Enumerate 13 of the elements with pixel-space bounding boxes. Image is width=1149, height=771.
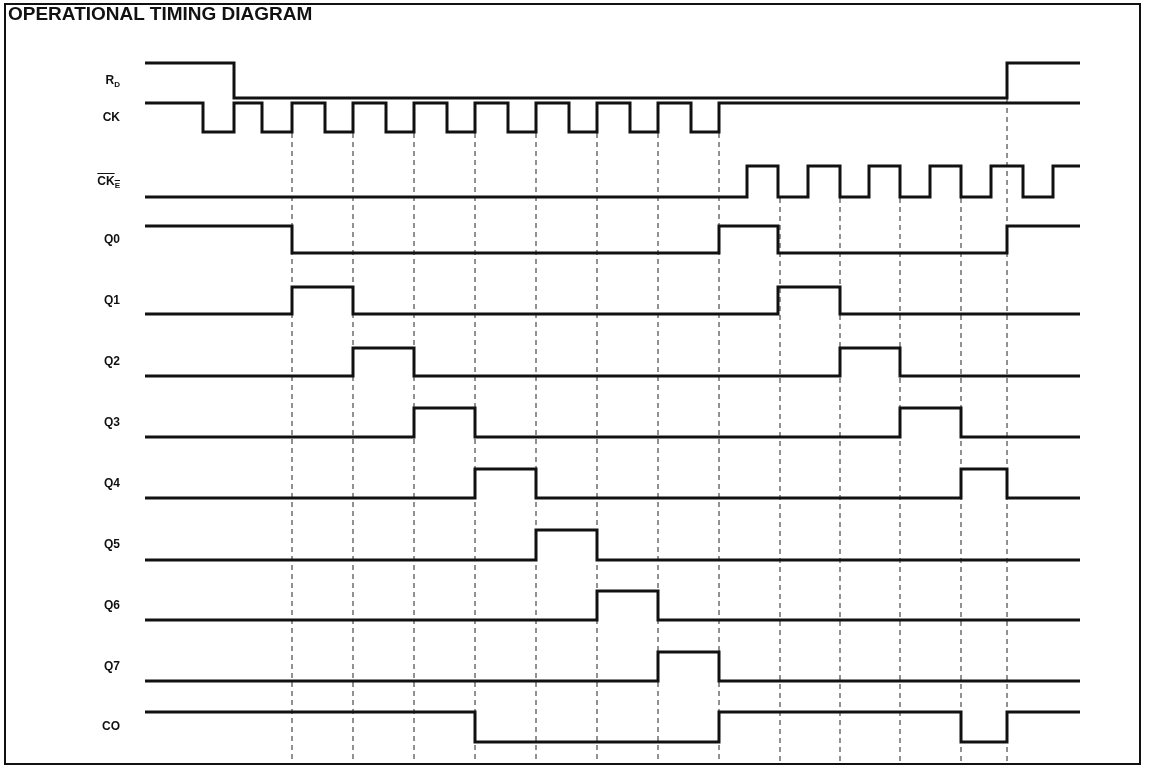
signal-label: Q0 <box>104 231 120 246</box>
signal-label: Q7 <box>104 658 120 673</box>
signal-label: Q6 <box>104 597 120 612</box>
signal-label: Q1 <box>104 292 120 307</box>
signal-label: Q4 <box>104 475 120 490</box>
diagram-title: OPERATIONAL TIMING DIAGRAM <box>8 3 313 25</box>
signal-label: Q5 <box>104 537 120 551</box>
signal-label: CK$_{E}$ <box>97 173 120 190</box>
signal-label: CK <box>102 109 120 124</box>
signal-label: CO <box>102 719 120 733</box>
signal-label: Q3 <box>104 414 120 429</box>
signal-label: Q2 <box>104 354 120 368</box>
signal-label: R$_{D}$ <box>105 72 120 89</box>
